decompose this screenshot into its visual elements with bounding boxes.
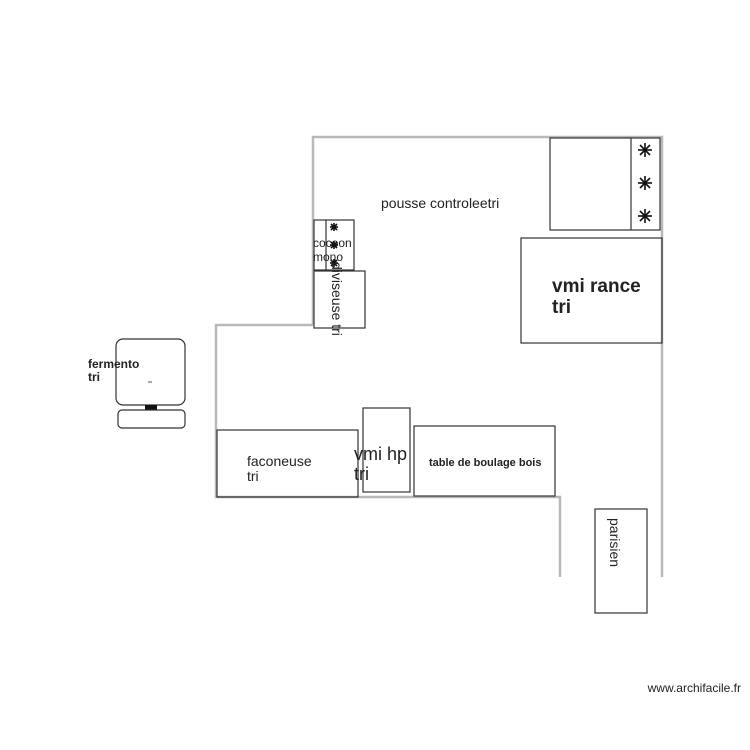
vmi-hp-unit[interactable]: vmi hp tri bbox=[354, 407, 411, 493]
wall-left bbox=[214, 323, 562, 577]
diviseuse-label: diviseuse tri bbox=[329, 262, 345, 336]
table-boulage-body bbox=[413, 425, 556, 497]
burner-icon bbox=[638, 209, 652, 223]
oven-unit[interactable] bbox=[549, 137, 661, 231]
diviseuse-unit[interactable]: diviseuse tri bbox=[313, 262, 366, 336]
faconeuse-unit[interactable]: faconeuse tri bbox=[216, 429, 359, 498]
fermento-label-line1: fermento bbox=[88, 357, 139, 371]
burner-icon bbox=[330, 259, 338, 267]
parisien-unit[interactable]: parisien bbox=[594, 508, 648, 614]
vmi-rance-label-line1: vmi rance bbox=[552, 276, 641, 297]
faconeuse-label-line2: tri bbox=[247, 468, 259, 484]
vmi-rance-label-line2: tri bbox=[552, 297, 571, 318]
burner-icon bbox=[638, 176, 652, 190]
burner-icon bbox=[330, 223, 338, 231]
wall-top bbox=[311, 135, 664, 577]
walls bbox=[214, 135, 664, 577]
burner-icon bbox=[330, 241, 338, 249]
cocoon-body bbox=[313, 219, 355, 271]
table-boulage-label: table de boulage bois bbox=[429, 457, 541, 469]
diviseuse-body bbox=[313, 270, 366, 329]
watermark[interactable]: www.archifacile.fr bbox=[647, 681, 741, 695]
vmi-rance-unit[interactable]: vmi rance tri bbox=[520, 237, 663, 344]
parisien-body bbox=[594, 508, 648, 614]
table-boulage-unit[interactable]: table de boulage bois bbox=[413, 425, 556, 497]
fermento-label-line2: tri bbox=[88, 370, 100, 384]
vmi-hp-label-line2: tri bbox=[354, 464, 369, 484]
faconeuse-label-line1: faconeuse bbox=[247, 453, 312, 469]
parisien-label: parisien bbox=[607, 518, 623, 567]
vmi-hp-label-line1: vmi hp bbox=[354, 444, 407, 464]
faconeuse-body bbox=[216, 429, 359, 498]
fermento-connector bbox=[145, 405, 157, 410]
fermento-unit[interactable]: fermento tri bbox=[88, 338, 186, 429]
vmi-hp-body bbox=[362, 407, 411, 493]
burner-icon bbox=[638, 143, 652, 157]
fermento-base bbox=[117, 409, 186, 429]
cocoon-unit[interactable]: cocoon mono bbox=[313, 219, 355, 271]
vmi-rance-body bbox=[520, 237, 663, 344]
pousse-label: pousse controleetri bbox=[381, 195, 499, 211]
fermento-body bbox=[115, 338, 186, 406]
oven-body bbox=[549, 137, 661, 231]
